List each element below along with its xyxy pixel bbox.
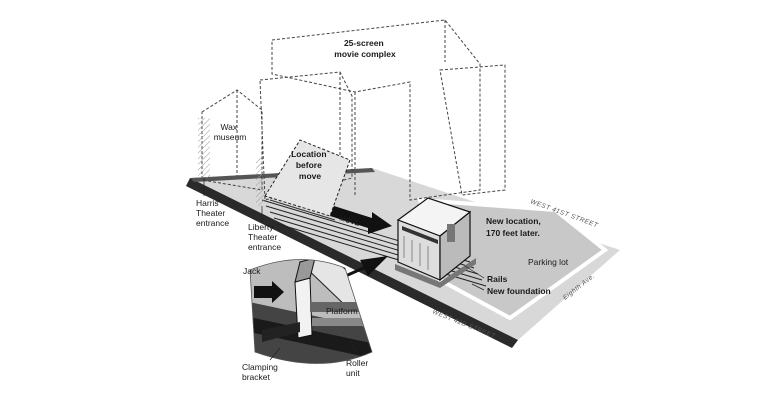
label-new-foundation: New foundation [487, 286, 551, 296]
label-wax-museum: Wax museum [214, 122, 247, 142]
new-location-building [396, 197, 472, 282]
label-harris: Harris Theater entrance [196, 198, 229, 228]
label-location-before: Location before move [291, 149, 329, 181]
old-location-footprint [264, 139, 351, 221]
movie-complex-outline [271, 19, 506, 201]
liberty-theater-facade [256, 158, 264, 206]
new-foundation-slab [395, 258, 476, 288]
liberty-old-outline [259, 71, 353, 201]
label-jack: Jack [243, 266, 261, 276]
leader-lines [203, 178, 485, 361]
label-clamping-bracket: Clamping bracket [242, 362, 280, 382]
jack-arrow [254, 281, 284, 303]
label-roller-unit: Roller unit [346, 358, 371, 378]
label-parking-lot: Parking lot [528, 257, 569, 267]
harris-theater-facade [198, 118, 210, 178]
label-complex: 25-screen movie complex [334, 38, 396, 59]
label-rails: Rails [487, 274, 508, 284]
label-new-location: New location, 170 feet later. [486, 216, 543, 238]
label-liberty: Liberty Theater entrance [248, 222, 281, 252]
label-platform: Platform [326, 306, 358, 316]
